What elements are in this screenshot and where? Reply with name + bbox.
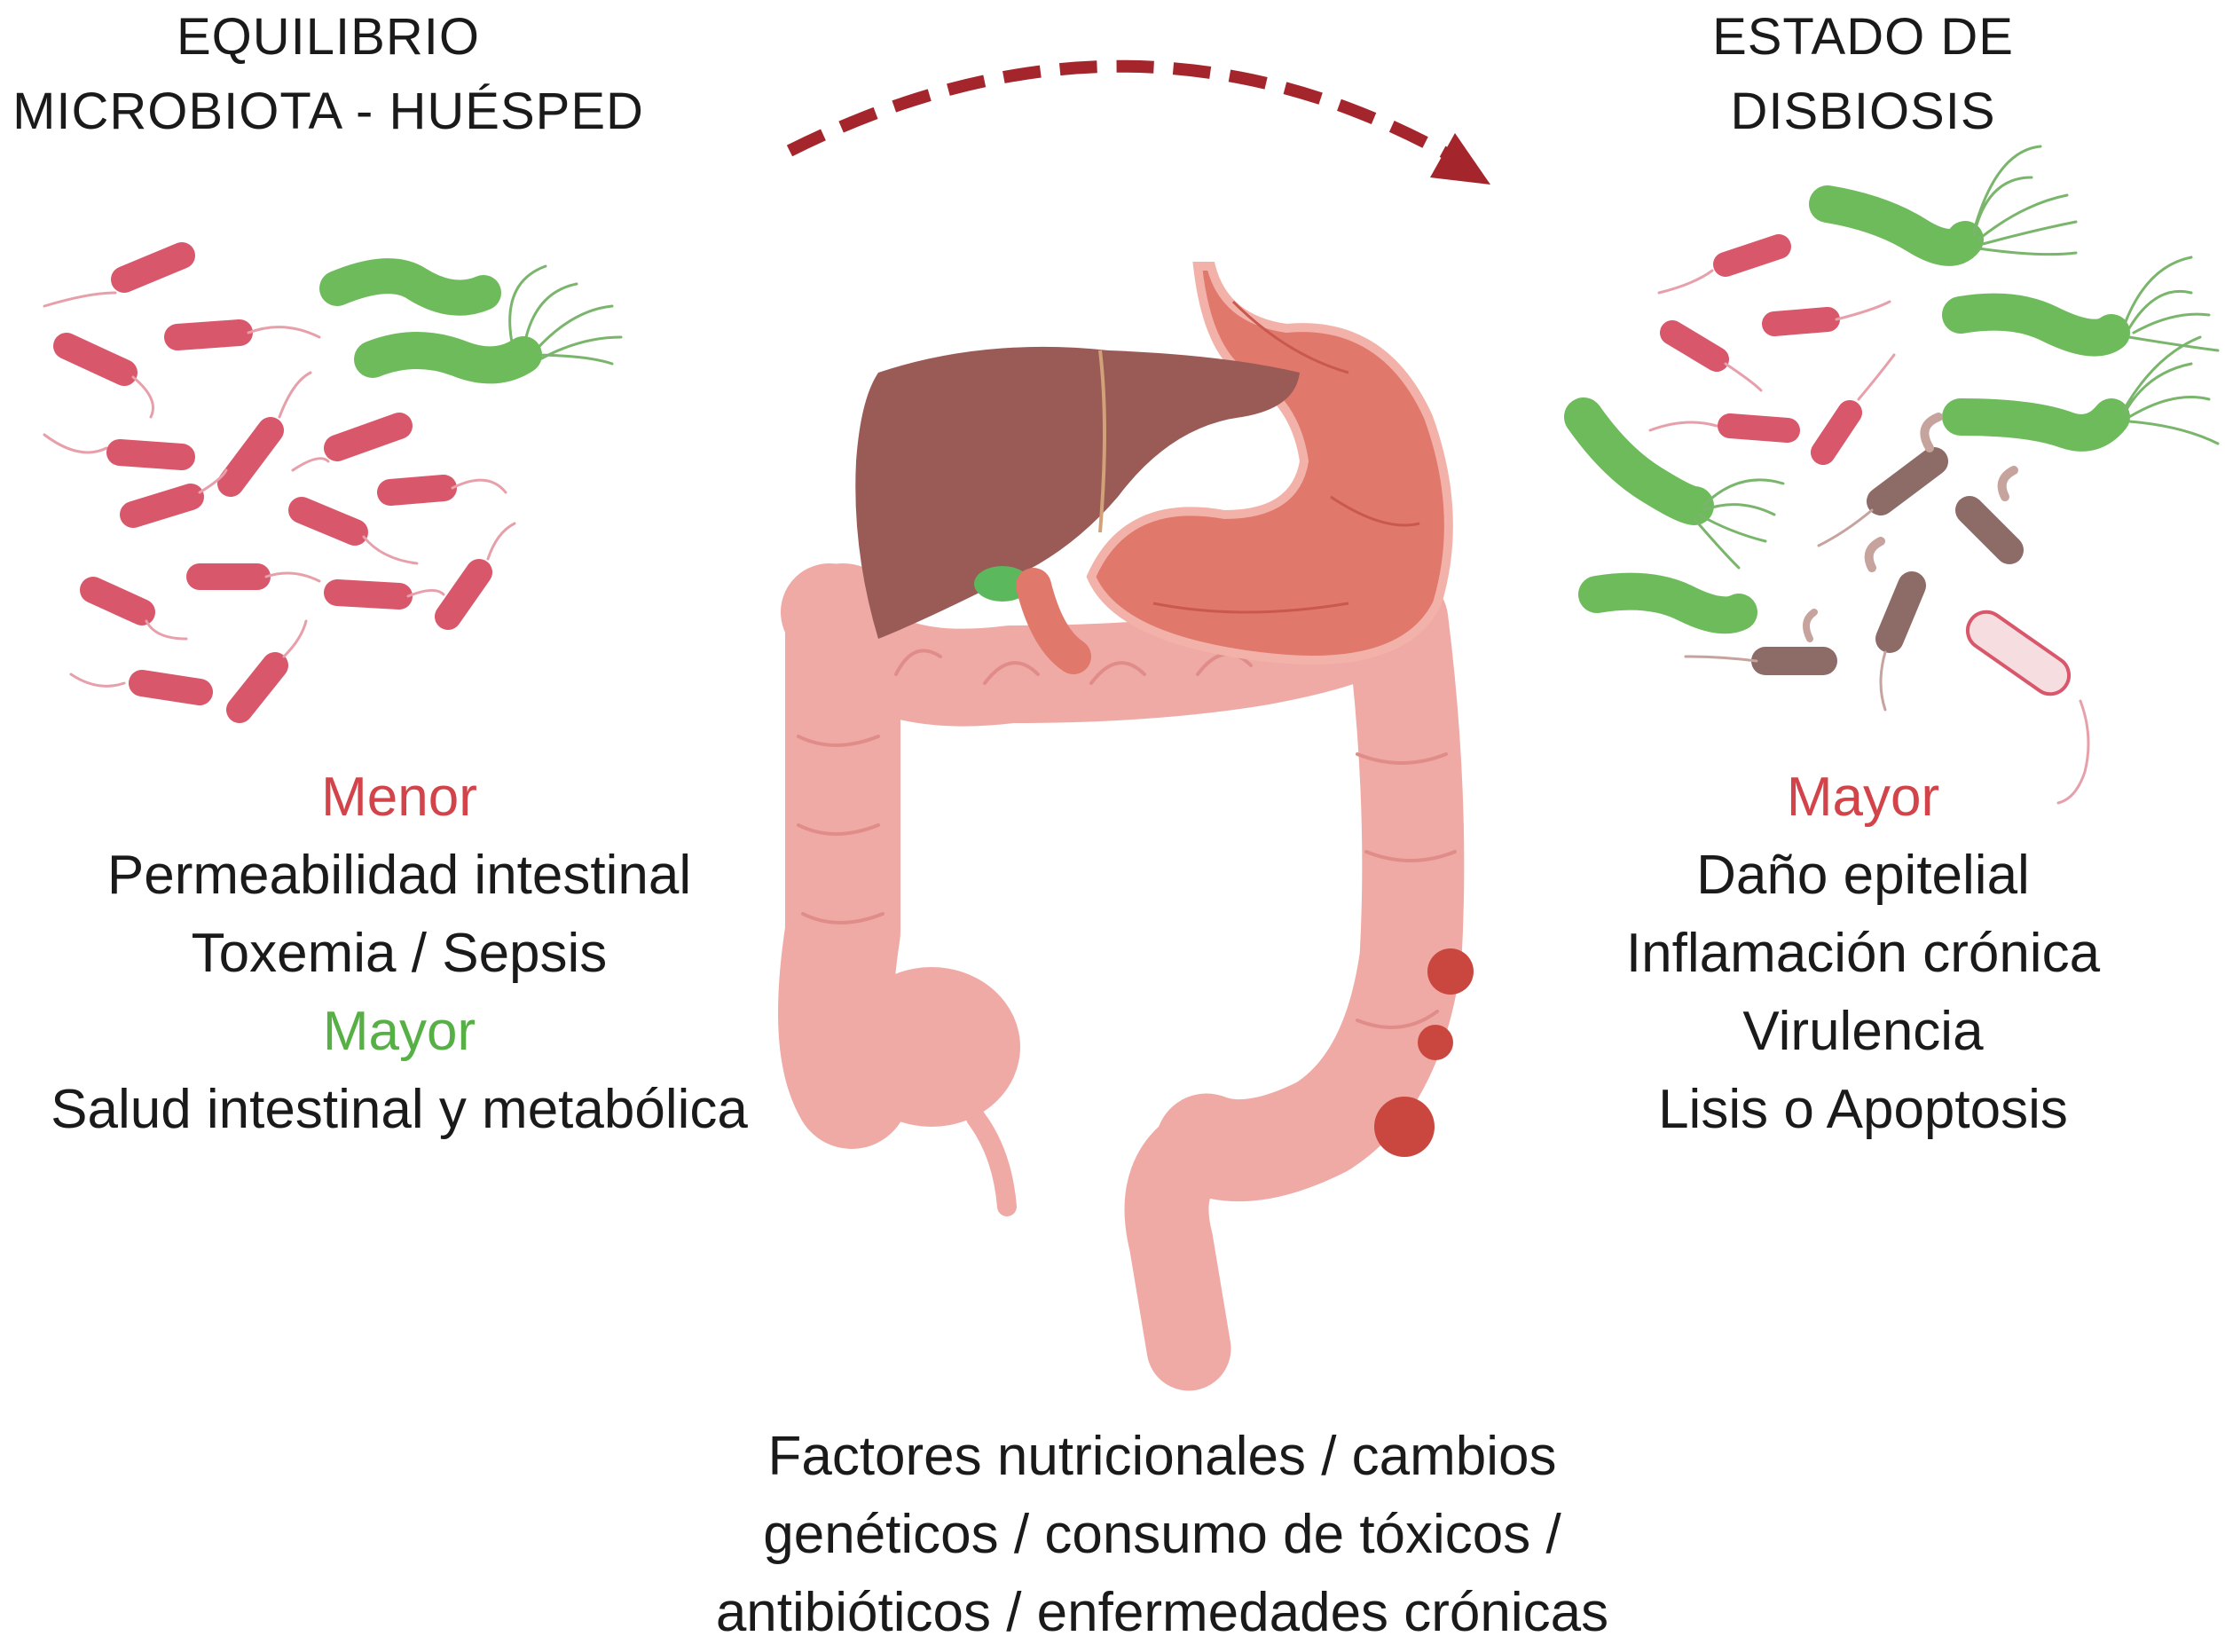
lysed-bacterium-icon [1817, 413, 1948, 547]
right-effects-list: Mayor Daño epitelial Inflamación crónica… [1561, 759, 2165, 1149]
right-higher-item-3: Virulencia [1742, 1001, 1984, 1062]
rod-bacterium-icon [43, 433, 195, 470]
left-lower-label: Menor [321, 767, 477, 828]
flagellated-bacterium-icon [1564, 397, 1785, 570]
right-bacteria-cluster [1648, 234, 1896, 465]
rod-bacterium-icon [69, 670, 213, 705]
flagellated-bacterium-icon [1942, 256, 2220, 357]
rod-bacterium-icon [53, 333, 154, 419]
lesion-icon [1374, 1097, 1435, 1157]
rod-bacterium-icon [217, 371, 312, 497]
dead-bacteria-cluster [1684, 413, 2090, 805]
stomach [1086, 262, 1453, 665]
rod-bacterium-icon [164, 319, 321, 350]
causal-factors-text: Factores nutricionales / cambios genétic… [603, 1418, 1721, 1652]
rod-bacterium-icon [1657, 234, 1791, 295]
flagellated-bacterium-icon [1578, 572, 1757, 634]
factors-line-2: genéticos / consumo de tóxicos / [763, 1504, 1561, 1565]
right-title-line-2: DISBIOSIS [1730, 83, 1996, 140]
rod-bacterium-icon [324, 579, 445, 610]
healthy-bacteria-cluster [43, 242, 516, 723]
left-lower-item-1: Permeabilidad intestinal [106, 845, 692, 906]
rod-bacterium-icon [226, 619, 308, 723]
flagellated-bacterium-icon [1942, 335, 2220, 452]
left-pathogen-cluster [319, 258, 623, 384]
right-higher-item-1: Daño epitelial [1696, 845, 2030, 906]
left-effects-list: Menor Permeabilidad intestinal Toxemia /… [0, 759, 798, 1149]
lesion-icon [1418, 1025, 1453, 1060]
factors-line-1: Factores nutricionales / cambios [767, 1426, 1557, 1487]
gallbladder [974, 566, 1031, 602]
rod-bacterium-icon [1762, 300, 1891, 336]
left-panel-title: EQUILIBRIO MICROBIOTA - HUÉSPED [0, 0, 656, 149]
left-higher-item-1: Salud intestinal y metabólica [51, 1079, 748, 1140]
lesion-icon [1427, 948, 1474, 995]
right-higher-item-2: Inflamación crónica [1625, 923, 2101, 984]
rod-bacterium-icon [1811, 353, 1896, 465]
right-higher-label: Mayor [1786, 767, 1940, 828]
rod-bacterium-icon [1648, 413, 1800, 443]
right-panel-title: ESTADO DE DISBIOSIS [1624, 0, 2103, 149]
factors-line-3: antibióticos / enfermedades crónicas [715, 1582, 1609, 1643]
right-title-line-1: ESTADO DE [1712, 8, 2014, 66]
flagellated-bacterium-icon [1809, 145, 2078, 266]
rod-bacterium-icon [288, 497, 419, 565]
right-higher-item-4: Lisis o Apoptosis [1658, 1079, 2068, 1140]
left-lower-item-2: Toxemia / Sepsis [191, 923, 608, 984]
rod-bacterium-icon [291, 413, 413, 472]
curved-dashed-arrow-icon [786, 59, 1490, 185]
left-title-line-2: MICROBIOTA - HUÉSPED [12, 83, 644, 140]
right-pathogen-cluster [1564, 145, 2220, 634]
rod-bacterium-icon [186, 563, 321, 590]
rod-bacterium-icon [377, 475, 507, 506]
lysed-bacterium-icon [1965, 610, 2090, 805]
rod-bacterium-icon [120, 468, 228, 528]
lysed-bacterium-icon [1864, 537, 1926, 712]
lysed-bacterium-icon [1684, 609, 1837, 675]
rod-bacterium-icon [435, 522, 516, 630]
flagellated-bacterium-icon [319, 258, 623, 384]
left-higher-label: Mayor [322, 1001, 476, 1062]
lysed-bacterium-icon [1955, 466, 2024, 564]
rod-bacterium-icon [1660, 320, 1763, 392]
large-intestine [778, 563, 1474, 1391]
rod-bacterium-icon [43, 242, 195, 308]
liver [855, 346, 1300, 639]
rod-bacterium-icon [80, 577, 188, 641]
digestive-system-icon [778, 262, 1474, 1391]
left-title-line-1: EQUILIBRIO [177, 8, 480, 66]
